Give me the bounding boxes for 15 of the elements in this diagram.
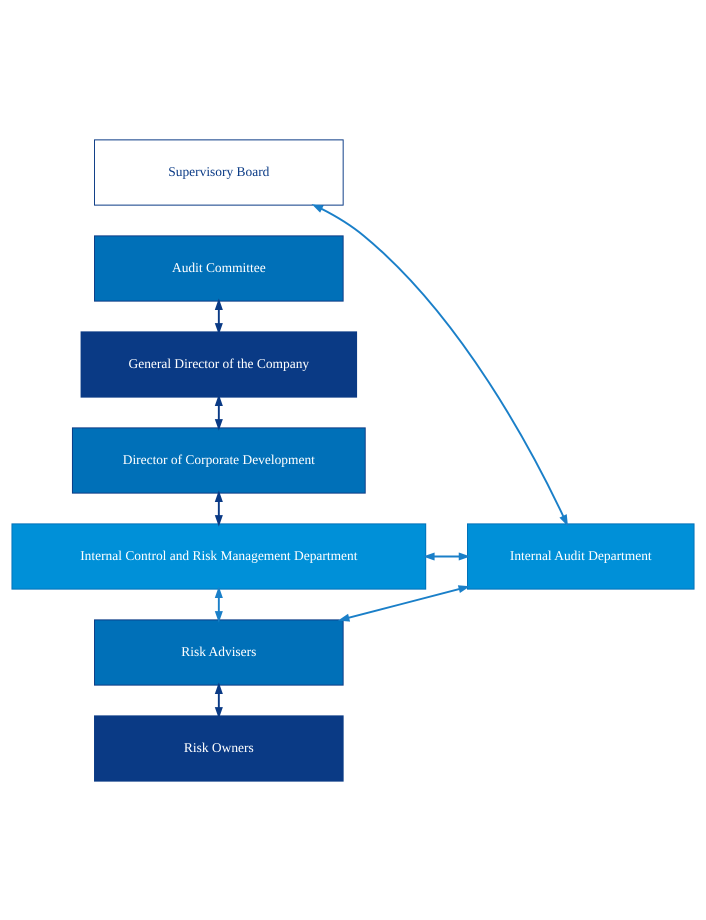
node-box: Risk Owners xyxy=(94,714,344,782)
arrow xyxy=(338,584,470,622)
arrow xyxy=(214,682,223,718)
arrow xyxy=(214,586,223,622)
arrow xyxy=(214,298,223,334)
node-box: Risk Advisers xyxy=(94,618,344,686)
node-box: Director of Corporate Development xyxy=(72,426,366,494)
node-box: Internal Audit Department xyxy=(467,522,695,590)
node-box: Internal Control and Risk Management Department xyxy=(11,522,426,590)
arrow xyxy=(214,490,223,526)
arrow xyxy=(423,552,470,560)
node-box: Supervisory Board xyxy=(94,138,344,206)
node-box: Audit Committee xyxy=(94,234,344,302)
node-box: General Director of the Company xyxy=(80,330,358,398)
arrow xyxy=(312,203,568,526)
